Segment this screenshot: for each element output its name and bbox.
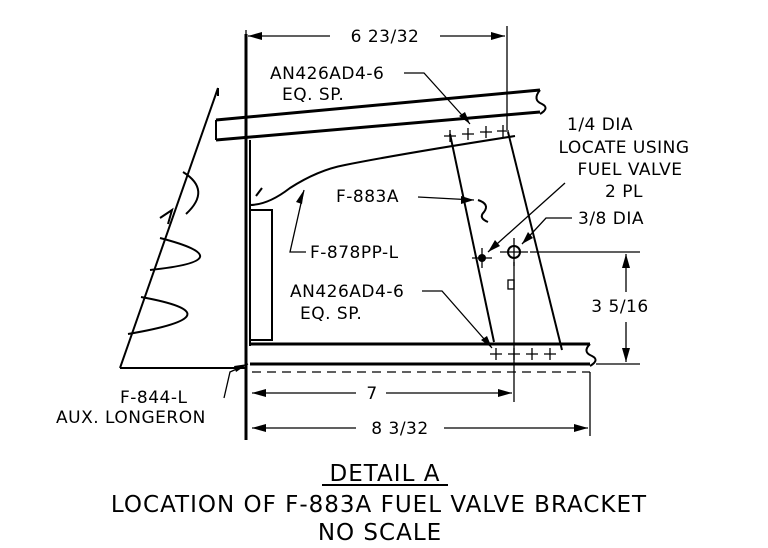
callout-rivets-bottom-line1: AN426AD4-6 <box>290 282 404 302</box>
rivets-bottom <box>490 348 556 360</box>
dimension-seven-label: 7 <box>366 384 377 404</box>
leader-gusset <box>289 189 306 253</box>
leader-rivets-top <box>404 72 471 125</box>
top-longeron <box>215 88 547 142</box>
callout-rivets-top-line1: AN426AD4-6 <box>270 64 384 84</box>
leader-longeron <box>223 363 249 399</box>
caption-scale-note: NO SCALE <box>318 520 442 546</box>
caption-title: DETAIL A <box>330 461 441 487</box>
gusset-f878pp-l <box>249 135 516 206</box>
leader-hole-quarter <box>487 182 566 253</box>
dimension-total <box>252 372 591 436</box>
fuselage-side-frame <box>119 87 246 369</box>
callout-hole-line2: LOCATE USING <box>558 138 689 158</box>
callout-hole-large: 3/8 DIA <box>578 209 644 229</box>
break-mark <box>159 207 174 225</box>
dimension-total-label: 8 3/32 <box>371 419 428 439</box>
hole-three-eighths-dia <box>500 238 528 266</box>
hole-quarter-dia <box>472 248 492 268</box>
callout-hole-line1: 1/4 DIA <box>567 115 633 135</box>
bracket-f883a <box>449 131 563 351</box>
leader-rivets-bottom <box>422 290 493 349</box>
bulkhead-vertical <box>244 34 273 440</box>
dimension-top-width-label: 6 23/32 <box>351 27 420 47</box>
cutout-middle <box>149 237 201 271</box>
callout-hole-line3: FUEL VALVE <box>578 160 683 180</box>
cutout-lower <box>127 296 189 335</box>
callout-bracket: F-883A <box>336 187 399 207</box>
dimension-seven <box>252 262 515 402</box>
callout-gusset: F-878PP-L <box>310 243 399 263</box>
bottom-longeron <box>250 342 597 373</box>
callout-rivets-bottom-line2: EQ. SP. <box>300 304 362 324</box>
callout-hole-line4: 2 PL <box>605 182 643 202</box>
leader-hole-large <box>521 217 572 245</box>
caption-subtitle: LOCATION OF F-883A FUEL VALVE BRACKET <box>111 492 647 518</box>
callout-longeron-line1: F-844-L <box>120 388 187 408</box>
rivets-top <box>444 125 509 142</box>
dimension-height <box>530 251 640 365</box>
dimension-height-label: 3 5/16 <box>591 297 648 317</box>
cutout-upper <box>182 171 200 215</box>
callout-longeron-line2: AUX. LONGERON <box>56 408 206 428</box>
dimension-top-width <box>245 26 508 130</box>
leader-bracket <box>417 196 475 204</box>
callout-rivets-top-line2: EQ. SP. <box>282 85 344 105</box>
